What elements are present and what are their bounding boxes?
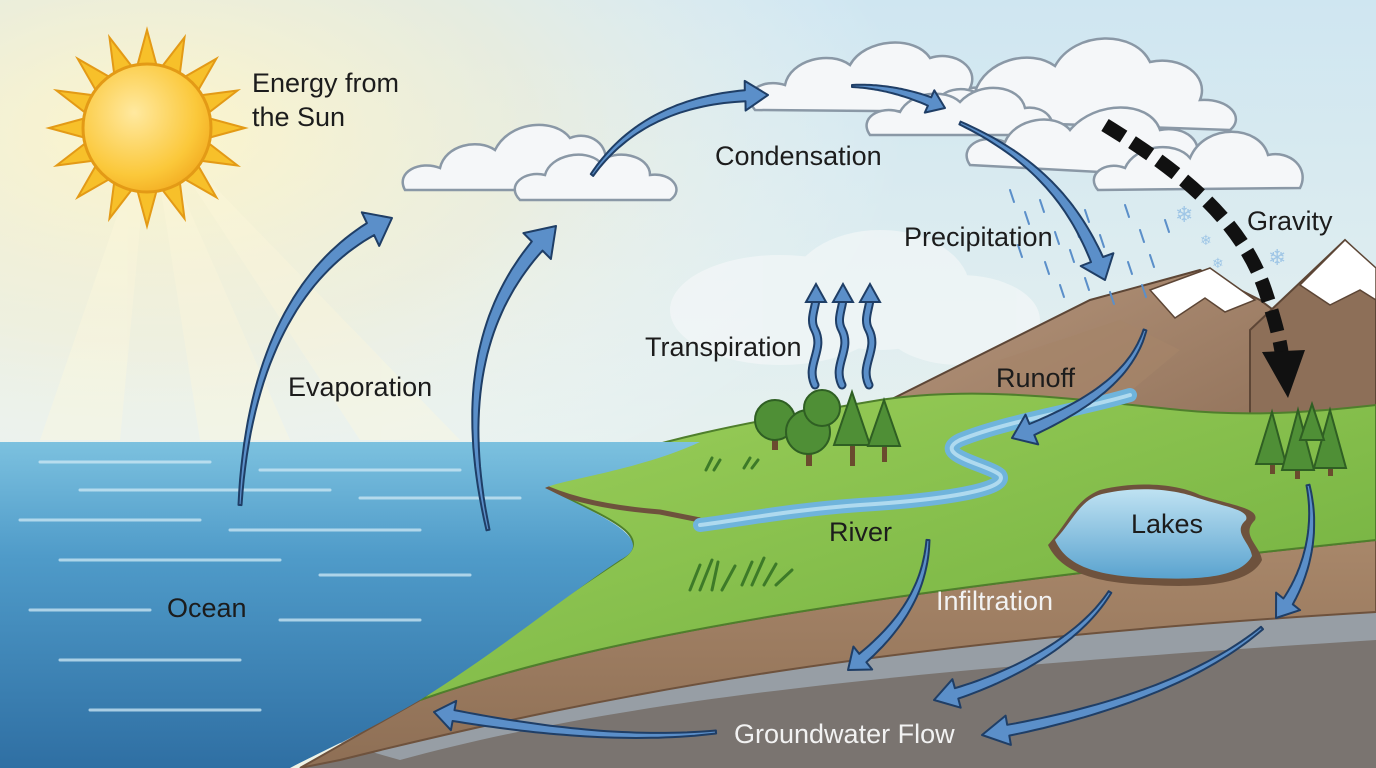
runoff-label: Runoff xyxy=(996,363,1076,393)
rain-drop xyxy=(1069,249,1075,263)
rain-drop xyxy=(1139,229,1145,243)
rain-drop xyxy=(1141,284,1147,298)
rain-drops xyxy=(1009,189,1170,305)
cloud-drift-arrow xyxy=(851,83,946,114)
svg-text:❄: ❄ xyxy=(1268,246,1286,271)
rain-drop xyxy=(1024,211,1030,225)
sun-label: Energy from the Sun xyxy=(252,66,399,134)
infiltration-label: Infiltration xyxy=(936,586,1054,616)
groundwater-flow-label: Groundwater Flow xyxy=(734,719,955,749)
evaporation-label: Evaporation xyxy=(288,372,433,402)
condensation-arrow xyxy=(589,79,769,177)
ocean xyxy=(0,442,700,768)
rain-drop xyxy=(1164,219,1170,233)
svg-text:❄: ❄ xyxy=(1175,203,1193,228)
rain-drop xyxy=(1124,204,1130,218)
svg-text:❄: ❄ xyxy=(1200,233,1212,249)
rain-drop xyxy=(1054,231,1060,245)
ocean-label: Ocean xyxy=(167,593,247,623)
rain-drop xyxy=(1149,254,1155,268)
rain-drop xyxy=(1127,261,1133,275)
rain-drop xyxy=(1039,199,1045,213)
trees xyxy=(688,388,1348,592)
lake xyxy=(1048,484,1262,586)
condensation-label: Condensation xyxy=(715,141,882,171)
svg-text:❄: ❄ xyxy=(1212,256,1224,272)
precipitation-arrow xyxy=(958,120,1115,281)
rain-drop xyxy=(1099,234,1105,248)
process-arrows xyxy=(237,79,1316,746)
sun-label-line-2: the Sun xyxy=(252,102,346,132)
rain-drop xyxy=(1044,261,1050,275)
snowflakes: ❄ ❄ ❄ ❄ xyxy=(1175,203,1286,272)
rain-drop xyxy=(1009,189,1015,203)
groundwater-arrow xyxy=(433,699,718,739)
evaporation-arrow-2 xyxy=(471,225,557,532)
infiltration-arrow-3 xyxy=(1275,483,1316,619)
sun xyxy=(45,26,249,230)
gravity-arrow xyxy=(1101,119,1305,398)
gravity-label: Gravity xyxy=(1247,206,1333,236)
rain-drop xyxy=(1084,277,1090,291)
rain-drop xyxy=(1059,284,1065,298)
precipitation-label: Precipitation xyxy=(904,222,1053,252)
evaporation-arrow-1 xyxy=(237,211,393,507)
haze-clouds xyxy=(670,230,1040,365)
infiltration-arrow-4 xyxy=(981,625,1264,746)
sun-label-line-1: Energy from xyxy=(252,68,400,98)
clouds xyxy=(401,37,1304,202)
rain-drop xyxy=(1084,209,1090,223)
cloud-right xyxy=(1092,130,1304,192)
runoff-arrow xyxy=(1011,328,1148,446)
transpiration-label: Transpiration xyxy=(645,332,802,362)
rain-drop xyxy=(1017,244,1023,258)
lakes-label: Lakes xyxy=(1131,509,1204,539)
infiltration-arrow-2 xyxy=(933,590,1113,709)
infiltration-arrow-1 xyxy=(847,538,931,671)
rain-drop xyxy=(1109,291,1115,305)
river-label: River xyxy=(829,517,893,547)
